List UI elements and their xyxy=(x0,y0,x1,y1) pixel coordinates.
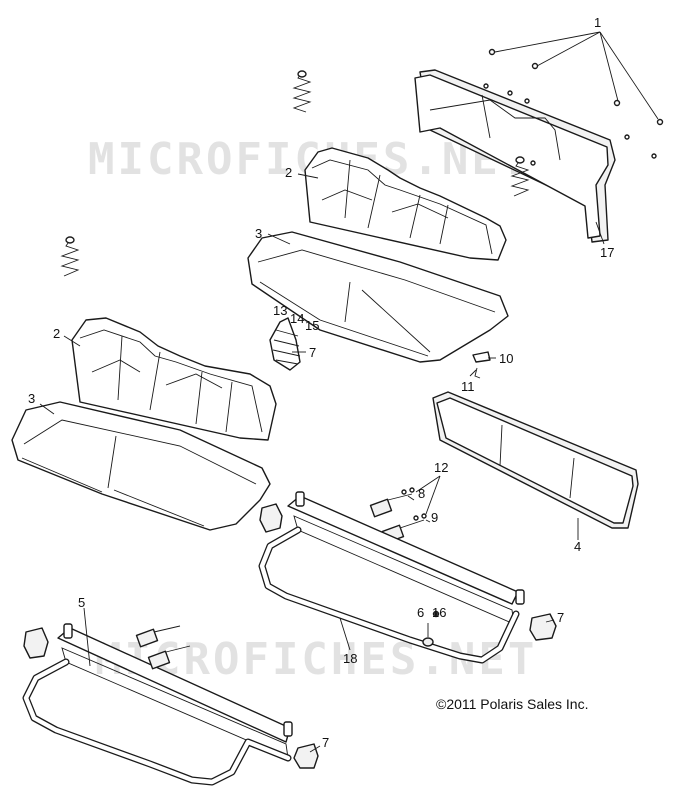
callout-17: 17 xyxy=(600,245,615,260)
callout-5: 5 xyxy=(78,595,86,610)
callout-11: 11 xyxy=(461,379,475,394)
buckle-upper xyxy=(369,487,415,518)
callout-16: 16 xyxy=(432,605,447,620)
callout-1: 1 xyxy=(594,15,602,30)
buckle-lower-frame-2 xyxy=(147,645,191,670)
callout-12: 12 xyxy=(434,460,449,475)
callout-7-spring: 7 xyxy=(309,345,317,360)
clip xyxy=(474,367,481,379)
callout-13: 13 xyxy=(273,303,288,318)
seat-frame-lower xyxy=(22,623,293,786)
callout-2-lower: 2 xyxy=(53,326,61,341)
callout-3-lower: 3 xyxy=(28,391,36,406)
callout-15: 15 xyxy=(305,318,320,333)
nut xyxy=(432,610,440,618)
latch-bracket xyxy=(472,351,491,363)
grommet xyxy=(422,637,434,647)
seat-frame-upper xyxy=(258,491,525,664)
seat-cushion-upper xyxy=(247,231,509,363)
callout-2-upper: 2 xyxy=(285,165,293,180)
callout-7-right: 7 xyxy=(557,610,565,625)
callout-14: 14 xyxy=(290,311,305,326)
callout-18: 18 xyxy=(343,651,358,666)
spring-top-left xyxy=(292,70,312,113)
back-panel-upper xyxy=(414,69,616,243)
spring-center xyxy=(269,317,301,371)
callout-7-bottom: 7 xyxy=(322,735,330,750)
seat-back-upper xyxy=(304,147,507,261)
latch-left-lower xyxy=(23,627,49,659)
callout-3-upper: 3 xyxy=(255,226,263,241)
fastener-set xyxy=(483,48,664,166)
spring-left xyxy=(60,236,80,277)
latch-right-lower xyxy=(293,743,319,769)
seat-back-lower xyxy=(71,317,277,441)
buckle-lower-frame-1 xyxy=(135,625,181,648)
back-panel-lower xyxy=(432,391,639,529)
callout-6: 6 xyxy=(417,605,425,620)
spring-top-right xyxy=(510,156,530,197)
callout-10: 10 xyxy=(499,351,514,366)
copyright-notice: ©2011 Polaris Sales Inc. xyxy=(436,696,589,712)
callout-4: 4 xyxy=(574,539,582,554)
callout-9: 9 xyxy=(431,510,439,525)
latch-left-upper xyxy=(259,503,283,533)
seat-cushion-lower xyxy=(11,401,271,531)
callout-8: 8 xyxy=(418,486,426,501)
leader-lines xyxy=(39,31,659,753)
latch-right-upper xyxy=(529,613,557,641)
